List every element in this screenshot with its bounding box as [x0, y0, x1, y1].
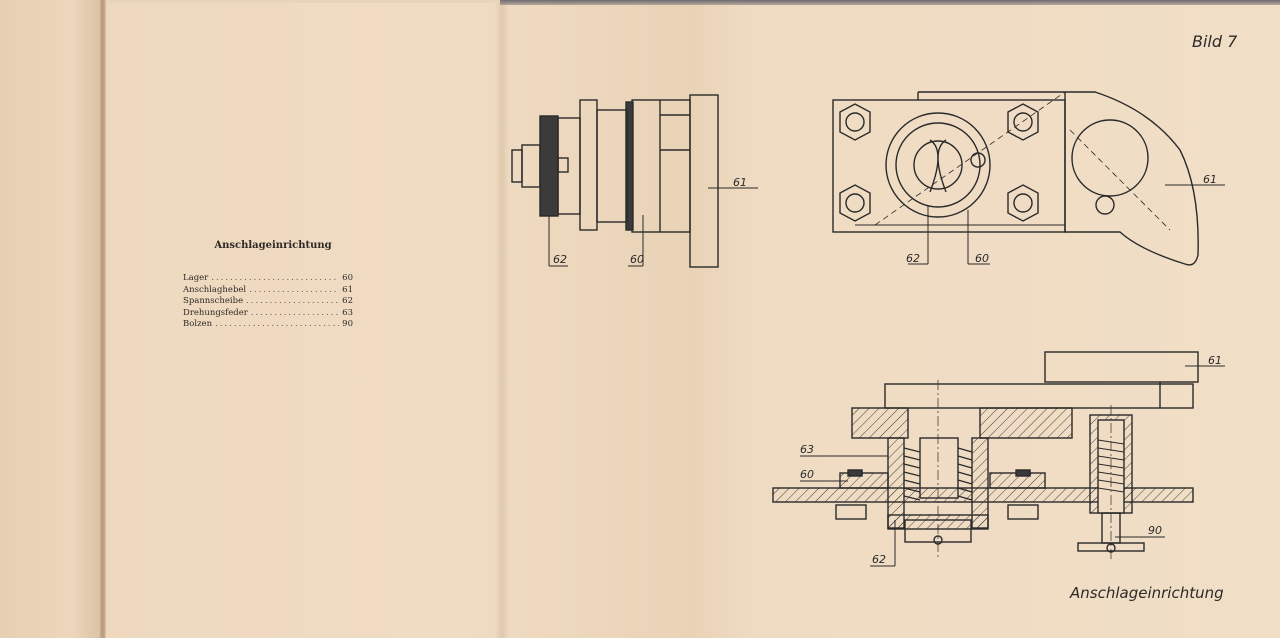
center-fold — [495, 3, 509, 638]
leader-dots: ............................... — [246, 296, 339, 307]
section-lever-arm — [884, 383, 1194, 409]
leader-dots: ............................... — [250, 307, 340, 318]
front-disc-outer — [885, 112, 991, 218]
side-plate — [689, 94, 719, 268]
callout-90-section: 90 — [1148, 524, 1162, 537]
callout-61-side: 61 — [733, 176, 747, 189]
left-page — [0, 0, 103, 638]
legend-item: Bolzen ............................... 9… — [183, 319, 353, 331]
callout-63-section: 63 — [800, 443, 814, 456]
legend-item-number: 90 — [342, 319, 353, 330]
legend-item-label: Bolzen — [183, 319, 213, 330]
section-spring-63 — [903, 447, 973, 501]
side-shaft-tip — [511, 149, 523, 183]
side-shaft — [521, 144, 541, 188]
callout-62-front: 62 — [906, 252, 920, 265]
page-gutter — [100, 0, 106, 638]
section-upper-block-left — [851, 407, 909, 439]
legend-item-number: 62 — [342, 296, 353, 307]
legend-item-label: Anschlaghebel — [183, 284, 247, 295]
section-top-lever — [1044, 351, 1199, 383]
top-edge-shadow — [500, 0, 1280, 5]
leader-dots: ............................... — [211, 273, 339, 283]
leader-dots: ............................... — [215, 319, 339, 330]
side-boss — [557, 117, 581, 215]
figure-caption: Anschlageinrichtung — [1070, 584, 1224, 602]
legend-item-label: Drehungsfeder — [183, 307, 248, 318]
side-flange — [579, 99, 598, 231]
legend-item: Anschlaghebel ..........................… — [183, 285, 353, 297]
front-bolt-heads — [839, 103, 1039, 222]
front-disc-inner — [895, 122, 981, 208]
side-hub — [596, 109, 628, 223]
section-upper-block-right — [979, 407, 1073, 439]
front-view — [832, 91, 1225, 266]
side-bearing-body — [631, 99, 691, 233]
legend-item: Drehungsfeder ..........................… — [183, 308, 353, 320]
callout-62-side: 62 — [553, 253, 567, 266]
callout-61-front: 61 — [1203, 173, 1217, 186]
section-nut-right — [1007, 504, 1039, 520]
callout-60-side: 60 — [630, 253, 644, 266]
legend-item-number: 61 — [342, 284, 353, 295]
section-view — [772, 351, 1225, 567]
legend-item-label: Spannscheibe — [183, 296, 244, 307]
leader-dots: ............................... — [249, 284, 339, 295]
legend-item: Spannscheibe ...........................… — [183, 296, 353, 308]
front-lever — [1045, 91, 1199, 266]
callout-60-front: 60 — [975, 252, 989, 265]
callout-61-section: 61 — [1208, 354, 1222, 367]
callout-62-section: 62 — [872, 553, 886, 566]
callout-60-section: 60 — [800, 468, 814, 481]
side-ring — [625, 101, 634, 231]
parts-legend: Anschlageinrichtung Lager ..............… — [183, 240, 353, 331]
side-view — [511, 94, 758, 268]
legend-item-number: 60 — [342, 273, 353, 283]
legend-title: Anschlageinrichtung — [214, 240, 332, 251]
legend-item: Lager ............................... 60 — [183, 273, 353, 285]
side-knurl-nut — [539, 115, 559, 217]
legend-item-label: Lager — [183, 273, 209, 283]
right-page — [105, 3, 1280, 638]
legend-item-number: 63 — [342, 307, 353, 318]
figure-label: Bild 7 — [1192, 32, 1238, 51]
section-nut-left — [835, 504, 867, 520]
front-bearing-plate — [832, 99, 1066, 233]
